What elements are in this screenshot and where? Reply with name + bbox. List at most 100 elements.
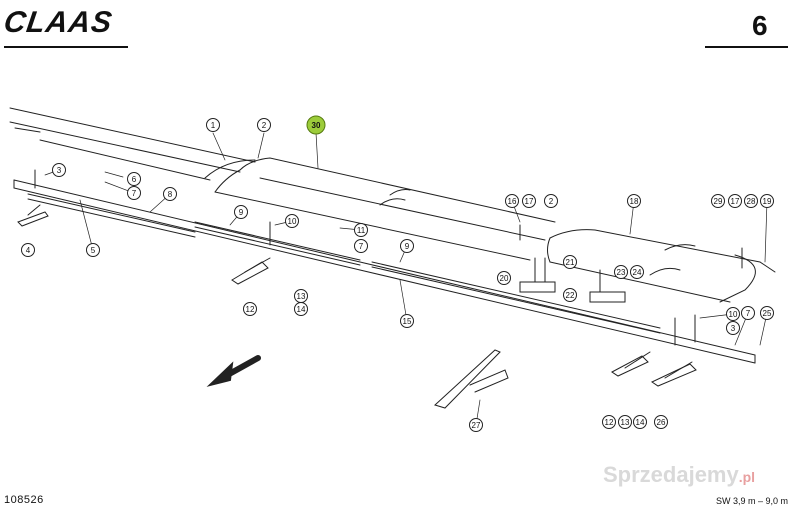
callout-label: 16 bbox=[508, 197, 517, 206]
callout-17a: 17 bbox=[522, 194, 536, 208]
callout-4: 4 bbox=[21, 243, 35, 257]
finger-guard-4 bbox=[17, 204, 49, 227]
callout-11: 11 bbox=[354, 223, 368, 237]
callout-label: 19 bbox=[763, 197, 772, 206]
callout-label: 8 bbox=[168, 190, 173, 199]
clamp-20 bbox=[519, 257, 556, 293]
callout-19: 19 bbox=[760, 194, 774, 208]
callout-circle bbox=[726, 321, 740, 335]
callout-label: 2 bbox=[262, 121, 267, 130]
callout-label: 24 bbox=[633, 268, 642, 277]
callout-label: 23 bbox=[617, 268, 626, 277]
callout-label: 7 bbox=[746, 309, 751, 318]
bolts bbox=[34, 169, 743, 346]
callout-9a: 9 bbox=[234, 205, 248, 219]
callout-7a: 7 bbox=[127, 186, 141, 200]
callout-circle bbox=[497, 271, 511, 285]
callout-17b: 17 bbox=[728, 194, 742, 208]
callout-circle bbox=[744, 194, 758, 208]
callout-5: 5 bbox=[86, 243, 100, 257]
callout-circle bbox=[400, 314, 414, 328]
callout-circle bbox=[627, 194, 641, 208]
callout-circle bbox=[163, 187, 177, 201]
callout-circle bbox=[563, 255, 577, 269]
callout-label: 29 bbox=[714, 197, 723, 206]
callout-27: 27 bbox=[469, 418, 483, 432]
callout-circle bbox=[563, 288, 577, 302]
callout-3a: 3 bbox=[52, 163, 66, 177]
callout-label: 27 bbox=[472, 421, 481, 430]
finger-guard-12a bbox=[231, 257, 271, 285]
callout-label: 2 bbox=[549, 197, 554, 206]
callout-12a: 12 bbox=[243, 302, 257, 316]
page-number-underline bbox=[705, 46, 788, 48]
callout-2a: 2 bbox=[257, 118, 271, 132]
callout-label: 10 bbox=[729, 310, 738, 319]
callout-circle bbox=[728, 194, 742, 208]
callout-label: 7 bbox=[132, 189, 137, 198]
callout-circle bbox=[602, 415, 616, 429]
callout-label: 22 bbox=[566, 291, 575, 300]
callout-circle bbox=[21, 243, 35, 257]
retaining-strip-9b bbox=[371, 261, 661, 334]
callout-label: 20 bbox=[500, 274, 509, 283]
callout-circle bbox=[285, 214, 299, 228]
callout-30: 30 bbox=[306, 115, 326, 135]
callout-label: 25 bbox=[763, 309, 772, 318]
callout-circle bbox=[306, 115, 326, 135]
document-number: 108526 bbox=[4, 494, 44, 506]
callout-label: 7 bbox=[359, 242, 364, 251]
callout-label: 14 bbox=[297, 305, 306, 314]
callout-label: 3 bbox=[731, 324, 736, 333]
callout-circle bbox=[614, 265, 628, 279]
callout-label: 9 bbox=[239, 208, 244, 217]
callout-label: 10 bbox=[288, 217, 297, 226]
callout-circle bbox=[354, 239, 368, 253]
callout-7b: 7 bbox=[354, 239, 368, 253]
callout-circle bbox=[618, 415, 632, 429]
callout-circle bbox=[127, 172, 141, 186]
callout-28: 28 bbox=[744, 194, 758, 208]
callout-13b: 13 bbox=[618, 415, 632, 429]
callout-circle bbox=[206, 118, 220, 132]
callout-circle bbox=[243, 302, 257, 316]
callout-circle bbox=[505, 194, 519, 208]
callout-label: 21 bbox=[566, 258, 575, 267]
callout-label: 5 bbox=[91, 246, 96, 255]
cover-tube-left bbox=[9, 107, 256, 181]
callout-label: 4 bbox=[26, 246, 31, 255]
callout-24: 24 bbox=[630, 265, 644, 279]
callout-circle bbox=[726, 307, 740, 321]
callout-23: 23 bbox=[614, 265, 628, 279]
callout-label: 14 bbox=[636, 418, 645, 427]
callout-14b: 14 bbox=[633, 415, 647, 429]
callout-label: 18 bbox=[630, 197, 639, 206]
callout-circle bbox=[234, 205, 248, 219]
cover-tube-middle bbox=[214, 157, 556, 261]
knife-section-27 bbox=[434, 349, 509, 409]
callout-circle bbox=[127, 186, 141, 200]
callout-10b: 10 bbox=[726, 307, 740, 321]
watermark-suffix: .pl bbox=[738, 469, 756, 485]
callout-14a: 14 bbox=[294, 302, 308, 316]
knife-bar-left bbox=[13, 179, 361, 271]
callout-16: 16 bbox=[505, 194, 519, 208]
callout-label: 12 bbox=[605, 418, 614, 427]
callout-circle bbox=[86, 243, 100, 257]
callout-26: 26 bbox=[654, 415, 668, 429]
callout-label: 17 bbox=[525, 197, 534, 206]
callout-label: 1 bbox=[211, 121, 216, 130]
callout-label: 11 bbox=[357, 226, 366, 235]
retaining-strip-8 bbox=[27, 193, 196, 238]
cover-tube-right bbox=[547, 229, 776, 303]
callout-circle bbox=[522, 194, 536, 208]
callout-13a: 13 bbox=[294, 289, 308, 303]
callout-10a: 10 bbox=[285, 214, 299, 228]
page-number: 6 bbox=[752, 10, 768, 41]
model-caption: SW 3,9 m – 9,0 m bbox=[716, 496, 789, 506]
callout-label: 17 bbox=[731, 197, 740, 206]
callout-25: 25 bbox=[760, 306, 774, 320]
callout-circle bbox=[354, 223, 368, 237]
callout-label: 13 bbox=[621, 418, 630, 427]
